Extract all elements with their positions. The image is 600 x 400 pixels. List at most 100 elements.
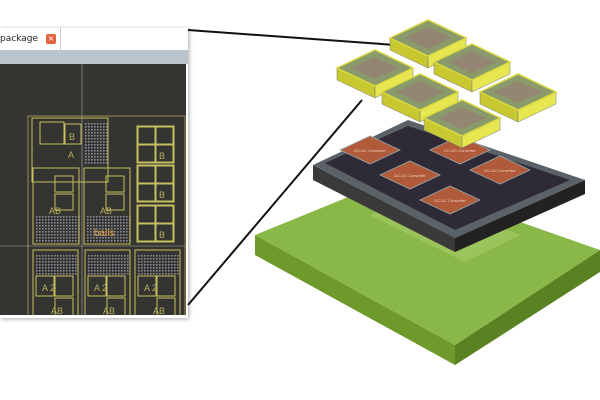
ball (57, 216, 59, 218)
dc-dc-converter-1 (379, 160, 441, 190)
ball (156, 261, 158, 263)
ball (63, 222, 65, 224)
tab-package[interactable]: package × (0, 28, 61, 50)
ball (97, 153, 99, 155)
ball (90, 219, 92, 221)
ball (156, 267, 158, 269)
ball (102, 219, 104, 221)
dc-dc-converter-4 (469, 155, 531, 185)
ball (93, 237, 95, 239)
ball (97, 273, 99, 275)
pad (105, 175, 125, 193)
ball (111, 219, 113, 221)
ball (159, 264, 161, 266)
ball (36, 216, 38, 218)
ball (66, 237, 68, 239)
ball (54, 237, 56, 239)
label-b: B (159, 151, 165, 161)
ball (99, 231, 101, 233)
ball (103, 126, 105, 128)
ball (127, 255, 129, 257)
ball (91, 135, 93, 137)
ball (60, 237, 62, 239)
ball (126, 216, 128, 218)
ball (66, 258, 68, 260)
die-0 (388, 19, 468, 69)
ball (106, 150, 108, 152)
ball (88, 270, 90, 272)
ball (42, 240, 44, 242)
ball (108, 219, 110, 221)
ball (124, 258, 126, 260)
ball (124, 273, 126, 275)
ball (99, 234, 101, 236)
ball (103, 129, 105, 131)
ball (177, 273, 179, 275)
ball (106, 138, 108, 140)
ball (106, 255, 108, 257)
ball (54, 228, 56, 230)
ball (69, 273, 71, 275)
ball (90, 222, 92, 224)
ball (66, 261, 68, 263)
ball (100, 159, 102, 161)
pad (156, 275, 176, 297)
ball (121, 270, 123, 272)
ball (48, 267, 50, 269)
ball (45, 231, 47, 233)
ball (118, 273, 120, 275)
ball (106, 126, 108, 128)
ball (60, 234, 62, 236)
ball (114, 240, 116, 242)
ball (117, 231, 119, 233)
block-right-0 (136, 125, 175, 164)
ball (57, 264, 59, 266)
ball (75, 237, 77, 239)
pad (35, 275, 55, 297)
ball (54, 261, 56, 263)
ball (94, 270, 96, 272)
ball (69, 267, 71, 269)
pad (39, 121, 65, 145)
ball (88, 126, 90, 128)
ball (36, 231, 38, 233)
ball (87, 240, 89, 242)
ball (106, 159, 108, 161)
ball (69, 270, 71, 272)
ball (94, 123, 96, 125)
ball (39, 222, 41, 224)
pad (64, 123, 82, 145)
ball (117, 216, 119, 218)
ball (120, 222, 122, 224)
tab-label: package (0, 34, 38, 44)
ball (91, 123, 93, 125)
ball (102, 234, 104, 236)
label-b: B (69, 132, 75, 142)
converter-label: DC-DC Converter (444, 148, 476, 153)
ball (45, 240, 47, 242)
ball (138, 255, 140, 257)
ball (88, 264, 90, 266)
ball (63, 258, 65, 260)
ball (153, 264, 155, 266)
ball (91, 270, 93, 272)
close-icon[interactable]: × (46, 34, 56, 44)
ball (99, 237, 101, 239)
ball (91, 126, 93, 128)
ball (48, 258, 50, 260)
ball (66, 267, 68, 269)
label-a2: A 2 (94, 283, 107, 293)
ball (48, 270, 50, 272)
ball (48, 237, 50, 239)
ball (97, 255, 99, 257)
ball (141, 258, 143, 260)
ball (45, 273, 47, 275)
ball (109, 258, 111, 260)
ball (93, 225, 95, 227)
ball (45, 222, 47, 224)
ball (105, 216, 107, 218)
ball (138, 270, 140, 272)
block-right-2 (136, 204, 175, 243)
ball (91, 258, 93, 260)
ball (100, 150, 102, 152)
